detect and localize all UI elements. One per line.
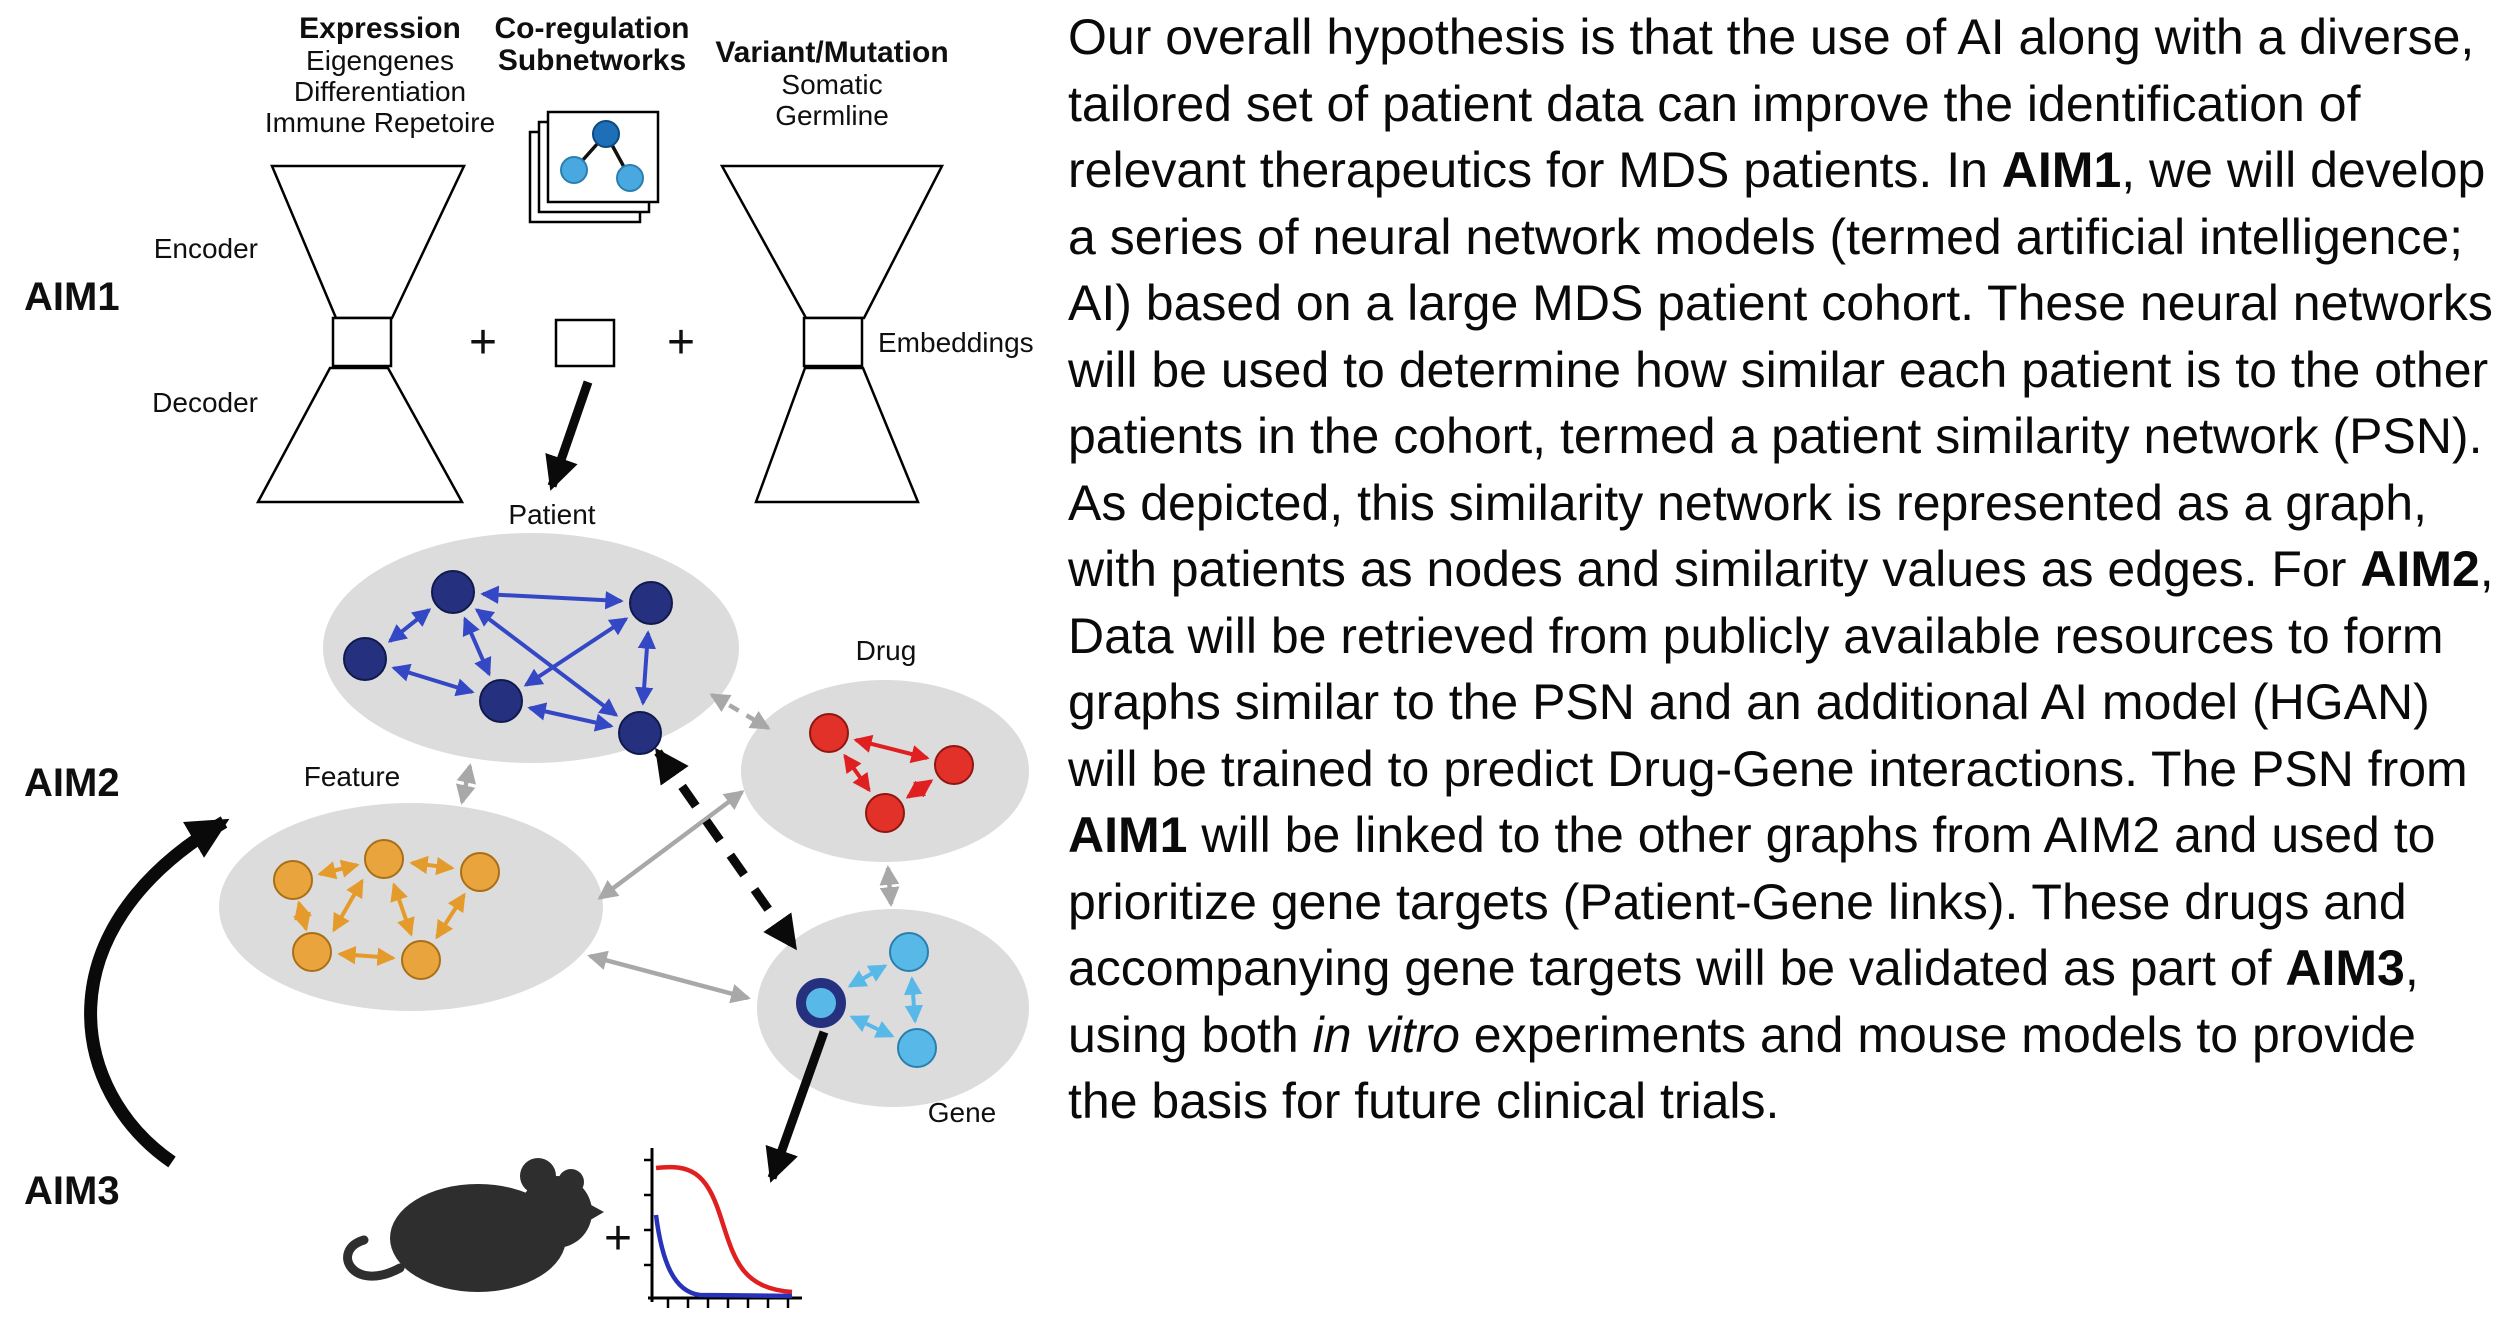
plus-sign-2: + [667,316,695,369]
variant-input-label: Variant/Mutation Somatic Germline [715,36,948,131]
decoder-funnel-variant [754,366,920,504]
patient-node [479,679,523,723]
aim-reference: AIM1 [1068,807,1188,863]
coregulation-input-label: Co-regulation Subnetworks [495,12,690,77]
feature-node [364,839,404,879]
feature-node [273,860,313,900]
text-run: , using both [1068,940,2419,1063]
variant-line-somatic: Somatic [781,69,882,100]
aim-reference: AIM1 [2001,142,2122,198]
expression-autoencoder: Encoder Decoder [152,164,466,504]
embedding-box-expression [331,316,393,368]
drug-node [809,713,849,753]
gene-network-label: Gene [928,1097,997,1128]
patient-network: Patient [343,499,673,755]
text-run: , we will develop a series of neural net… [1068,142,2493,597]
drug-network: Drug [809,635,974,833]
gene-node [889,932,929,972]
aim3-label: AIM3 [24,1169,120,1213]
drug-node [865,793,905,833]
patient-drug-dashed-arrow [709,693,771,730]
chart-ticks [644,1158,790,1308]
coregulation-title-line1: Co-regulation [495,12,690,45]
gene-node-highlighted [796,978,846,1028]
stacked-subnetworks-icon [528,110,660,224]
text-run: experiments and mouse models to provide … [1068,1006,2416,1130]
expression-line-differentiation: Differentiation [294,76,466,107]
patient-node [343,637,387,681]
embedding-box-coregulation [554,318,616,368]
embeddings-label: Embeddings [878,327,1034,358]
variant-autoencoder: Embeddings [719,164,1034,504]
aims-diagram: Expression Eigengenes Differentiation Im… [24,12,1034,1308]
text-run: will be linked to the other graphs from … [1068,807,2436,996]
feature-gene-arrow [587,950,751,1004]
decoder-funnel [255,366,465,504]
patient-node [629,581,673,625]
patient-network-ellipse [323,533,739,763]
gene-network: Gene [796,932,997,1128]
encoder-label: Encoder [154,233,258,264]
description-panel: Our overall hypothesis is that the use o… [1052,0,2508,1344]
feature-drug-arrow [597,790,745,900]
patient-node [431,570,475,614]
mouse-icon [343,1158,604,1292]
text-run: , Data will be retrieved from publicly a… [1068,541,2494,797]
embeddings-to-patient-arrow [545,380,593,491]
decoder-label: Decoder [152,387,258,418]
plus-sign-1: + [469,316,497,369]
latin-term: in vitro [1312,1006,1460,1063]
feature-node [460,852,500,892]
aim2-label: AIM2 [24,761,120,805]
variant-title: Variant/Mutation [715,36,948,69]
dose-response-chart [644,1148,802,1308]
aims-diagram-pane: Expression Eigengenes Differentiation Im… [0,0,1052,1344]
patient-network-label: Patient [508,499,595,530]
feature-network-label: Feature [304,761,401,792]
drug-node [934,745,974,785]
aim-reference: AIM3 [2285,940,2405,996]
gene-network-ellipse [757,909,1029,1107]
drug-gene-arrow [879,865,900,907]
feature-node [401,940,441,980]
feature-network: Feature [273,761,500,980]
gene-node [897,1028,937,1068]
feature-network-ellipse [219,803,603,1011]
text-run: Our overall hypothesis is that the use o… [1068,9,2475,198]
patient-feature-arrow [455,763,477,805]
expression-line-eigengenes: Eigengenes [306,45,454,76]
gene-to-validation-arrow [765,1030,829,1183]
embedding-box-variant [802,316,864,368]
expression-line-immune-repetoire: Immune Repetoire [265,107,495,138]
coregulation-title-line2: Subnetworks [498,44,686,77]
description-text: Our overall hypothesis is that the use o… [1068,4,2496,1135]
plus-sign-3: + [604,1212,632,1265]
expression-input-label: Expression Eigengenes Differentiation Im… [265,12,495,138]
aim1-label: AIM1 [24,275,120,319]
aim-reference: AIM2 [2360,541,2480,597]
encoder-funnel-variant [719,164,945,320]
patient-node [618,711,662,755]
expression-title: Expression [299,12,461,45]
encoder-funnel [270,164,466,320]
drug-network-ellipse [741,680,1029,862]
drug-network-label: Drug [856,635,917,666]
aim3-to-aim2-curved-arrow [84,816,230,1168]
variant-line-germline: Germline [775,100,889,131]
feature-node [292,932,332,972]
